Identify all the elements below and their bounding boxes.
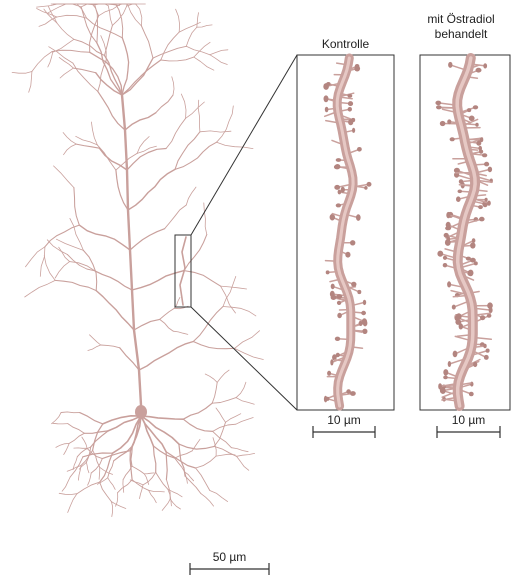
zoom-connector-bottom [191,307,297,410]
neuron-soma [135,405,147,419]
neuron-scale-label: 50 µm [190,550,269,564]
treated-panel-title-line2: behandelt [406,27,514,41]
treated-panel-title-line1: mit Östradiol [406,12,514,26]
pyramidal-neuron-drawing [12,4,263,517]
control-scale-label: 10 µm [313,413,375,427]
control-panel-title: Kontrolle [297,37,394,51]
control-scale-bar [313,426,375,438]
treated-scale-label: 10 µm [437,413,500,427]
treated-scale-bar [437,426,500,438]
neuron-scale-bar [190,563,269,575]
zoom-connector-top [191,55,297,235]
